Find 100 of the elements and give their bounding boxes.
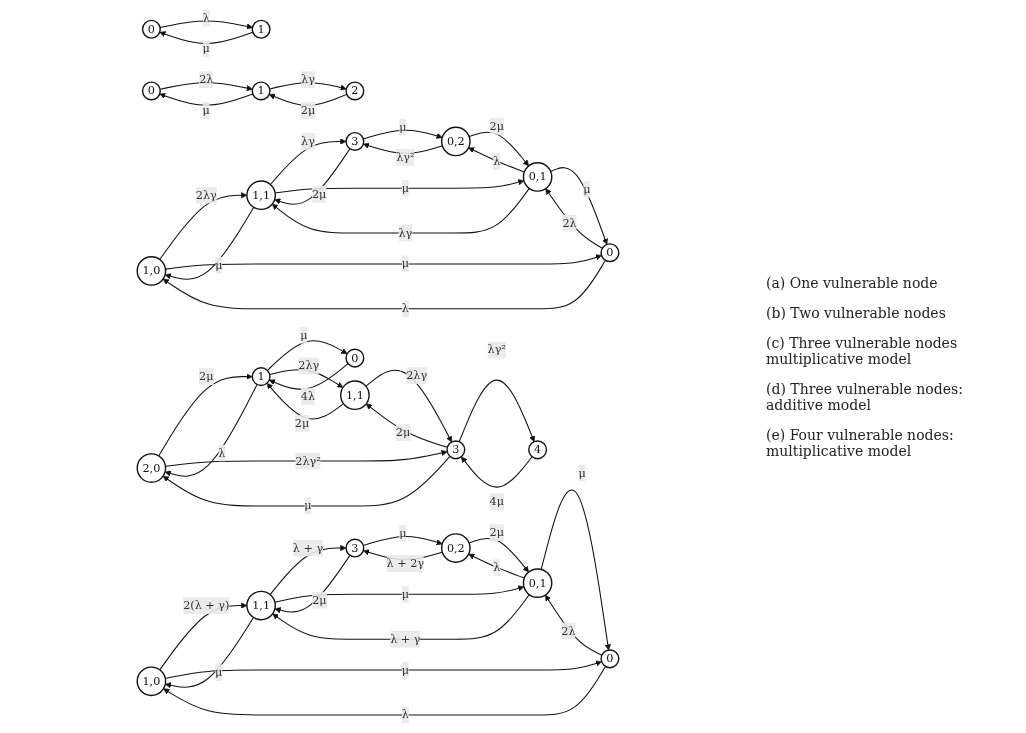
edge-label: λ	[493, 154, 501, 168]
edge-label: μ	[583, 182, 591, 196]
arrow	[163, 665, 606, 716]
node-circle: 1,0	[136, 256, 167, 286]
arrow	[458, 379, 535, 443]
arrow	[362, 129, 443, 140]
edge-label: μ	[401, 587, 410, 601]
arrow	[468, 537, 529, 573]
node-circle: 3	[345, 538, 365, 558]
arrow	[164, 206, 255, 280]
edge-label: 2μ	[311, 187, 327, 201]
arrow	[545, 594, 603, 656]
node-circle: 1,1	[246, 180, 276, 211]
arrow	[159, 82, 253, 92]
node-circle: 0	[600, 243, 620, 263]
caption: (a) One vulnerable node	[766, 274, 939, 291]
arrow	[165, 617, 255, 689]
edge-label: μ	[215, 665, 223, 680]
edge-label: 2μ	[294, 416, 310, 430]
arrow	[545, 188, 603, 249]
edge-label: 4λ	[300, 389, 316, 403]
caption: (c) Three vulnerable nodes multiplicative model	[766, 334, 959, 367]
edge-label: 2λ	[561, 624, 576, 638]
arrow	[365, 403, 448, 448]
arrow	[274, 179, 525, 194]
edge-label: 2λγ²	[295, 454, 321, 468]
edge-label: μ	[578, 466, 586, 480]
node-circle: 1,1	[246, 590, 276, 621]
edge-label: μ	[304, 498, 312, 513]
edge-label: λ	[401, 707, 409, 722]
edge-label: λγ²	[396, 150, 415, 164]
node-circle: 1	[251, 367, 271, 387]
node-circle: 1	[251, 19, 271, 39]
edge-label: λ + 2γ	[386, 556, 425, 570]
arrow	[162, 259, 606, 310]
arrow	[162, 455, 451, 507]
arrow	[468, 147, 525, 173]
edge-label: μ	[399, 526, 407, 540]
node-circle: 1,0	[136, 666, 167, 697]
edge-label: 2μ	[489, 119, 504, 133]
arrow	[158, 373, 253, 457]
edge-label: λγ	[301, 72, 315, 87]
arrow	[468, 553, 525, 579]
node-circle: 0,2	[440, 126, 471, 157]
edge-label: 2(λ + γ)	[183, 598, 230, 612]
edge-label: 2λ	[562, 216, 577, 230]
edge-label: μ	[215, 258, 223, 272]
arrow	[266, 383, 345, 420]
arrow	[164, 383, 258, 477]
edge-label: λ	[218, 446, 226, 460]
edge-label: μ	[401, 663, 410, 677]
arrow	[468, 131, 529, 167]
node-circle: 0,1	[522, 162, 553, 192]
edge-label: 2λγ	[406, 368, 428, 382]
arrow	[272, 594, 530, 640]
node-circle: 4	[528, 440, 548, 460]
edge-label: 4μ	[489, 494, 504, 509]
arrow	[274, 148, 351, 205]
arrow	[268, 363, 349, 390]
caption: (d) Three vulnerable nodes: additive model	[766, 380, 964, 413]
node-circle: 2,0	[136, 453, 167, 483]
caption: (e) Four vulnerable nodes: multiplicative model	[766, 426, 955, 459]
caption: (b) Two vulnerable nodes	[766, 304, 947, 321]
arrow	[269, 369, 344, 388]
edge-label: μ	[399, 120, 407, 134]
node-circle: 3	[345, 131, 365, 151]
edge-label: μ	[401, 181, 410, 195]
arrow	[363, 142, 443, 154]
edge-label: μ	[202, 41, 210, 56]
arrow	[540, 489, 611, 651]
arrow	[274, 585, 525, 603]
edge-label: 2μ	[312, 593, 327, 607]
edge-label: 2μ	[300, 103, 316, 117]
edge-label: λγ	[398, 226, 413, 240]
edge-label: 2λγ	[298, 358, 320, 373]
edge-label: 2λγ	[195, 188, 217, 202]
edge-label: λ + γ	[390, 632, 421, 646]
arrow	[550, 167, 608, 245]
edge-label: μ	[300, 328, 308, 342]
edge-label: λγ	[301, 134, 315, 148]
node-circle: 1,1	[340, 380, 370, 411]
edge-label: 2λ	[199, 72, 214, 87]
arrow	[266, 340, 348, 372]
node-circle: 0	[345, 348, 365, 368]
node-circle: 0	[600, 649, 620, 669]
node-circle: 1	[251, 81, 271, 101]
node-circle: 3	[446, 440, 466, 460]
edge-label: λγ²	[487, 342, 506, 357]
arrow	[461, 456, 533, 488]
edge-label: λ	[401, 301, 409, 316]
arrow	[271, 187, 530, 234]
edge-label: λ	[202, 11, 210, 25]
arrow	[159, 192, 248, 260]
edge-label: μ	[202, 103, 210, 117]
node-circle: 0,1	[522, 568, 553, 598]
edge-label: λ	[493, 560, 501, 574]
edge-label: 2μ	[199, 369, 214, 383]
node-circle: 0	[141, 19, 161, 39]
arrow	[274, 554, 351, 614]
edge-label: μ	[401, 256, 410, 271]
